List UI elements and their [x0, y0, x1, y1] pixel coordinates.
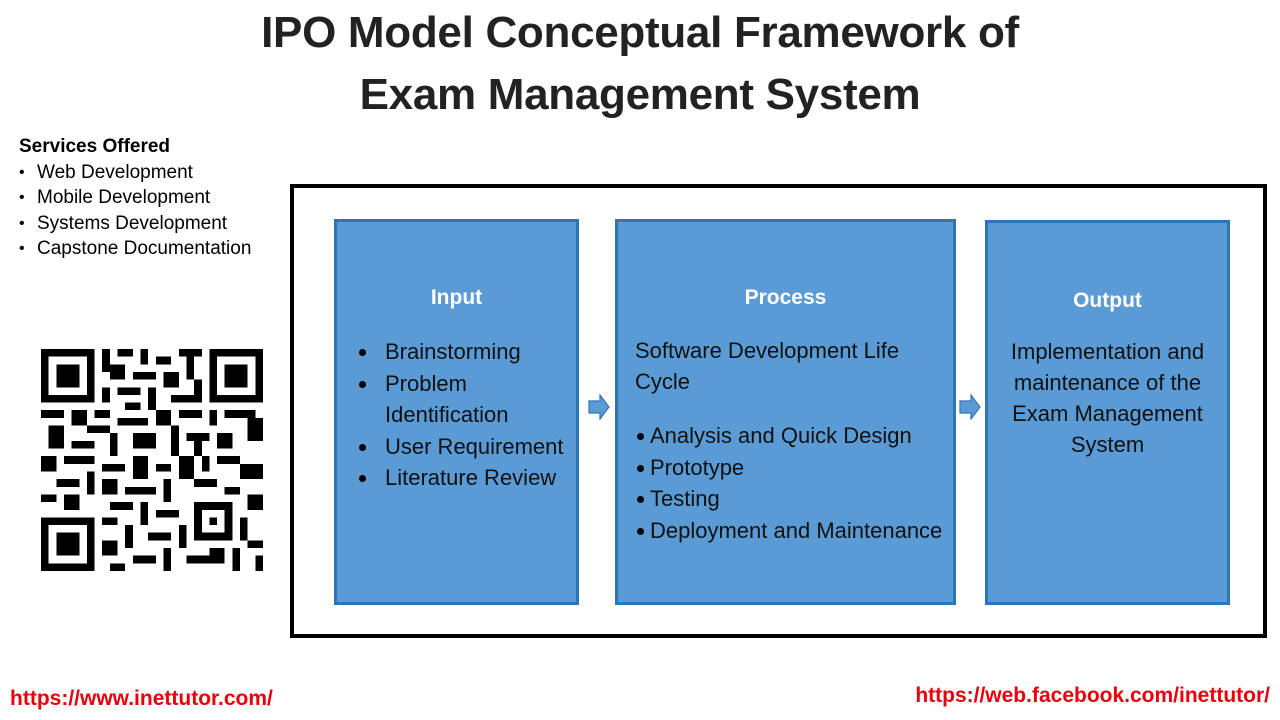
process-box: Process Software Development Life Cycle …	[615, 219, 956, 605]
process-item: Prototype	[635, 452, 955, 484]
input-box: Input Brainstorming Problem Identificati…	[334, 219, 579, 605]
service-item: Web Development	[19, 160, 251, 186]
process-title: Process	[744, 286, 827, 309]
input-list: Brainstorming Problem Identification Use…	[353, 336, 573, 494]
website-link[interactable]: https://www.inettutor.com/	[10, 687, 273, 710]
process-item: Testing	[635, 483, 955, 515]
diagram-frame	[290, 184, 1267, 638]
input-item: User Requirement	[353, 431, 573, 463]
process-intro: Software Development Life Cycle	[635, 338, 900, 394]
input-item: Problem Identification	[353, 368, 573, 431]
right-arrow-icon	[959, 394, 981, 420]
page-title: IPO Model Conceptual Framework of Exam M…	[0, 2, 1280, 126]
output-title: Output	[1073, 289, 1142, 312]
input-title: Input	[430, 286, 483, 309]
services-list: Web Development Mobile Development Syste…	[19, 160, 251, 262]
output-text: Implementation and maintenance of the Ex…	[1010, 339, 1205, 457]
service-item: Capstone Documentation	[19, 236, 251, 262]
service-item: Systems Development	[19, 211, 251, 237]
services-heading: Services Offered	[19, 136, 171, 157]
process-item: Analysis and Quick Design	[635, 420, 955, 452]
process-list: Analysis and Quick Design Prototype Test…	[635, 420, 955, 546]
right-arrow-icon	[588, 394, 610, 420]
process-item: Deployment and Maintenance	[635, 515, 955, 547]
qr-code-icon	[41, 349, 263, 571]
input-item: Brainstorming	[353, 336, 573, 368]
title-line-2: Exam Management System	[359, 70, 921, 119]
facebook-link[interactable]: https://web.facebook.com/inettutor/	[915, 684, 1270, 707]
output-box: Output Implementation and maintenance of…	[985, 220, 1230, 605]
title-line-1: IPO Model Conceptual Framework of	[261, 8, 1019, 57]
service-item: Mobile Development	[19, 185, 251, 211]
services-offered: Services Offered Web Development Mobile …	[19, 134, 251, 262]
input-item: Literature Review	[353, 462, 573, 494]
